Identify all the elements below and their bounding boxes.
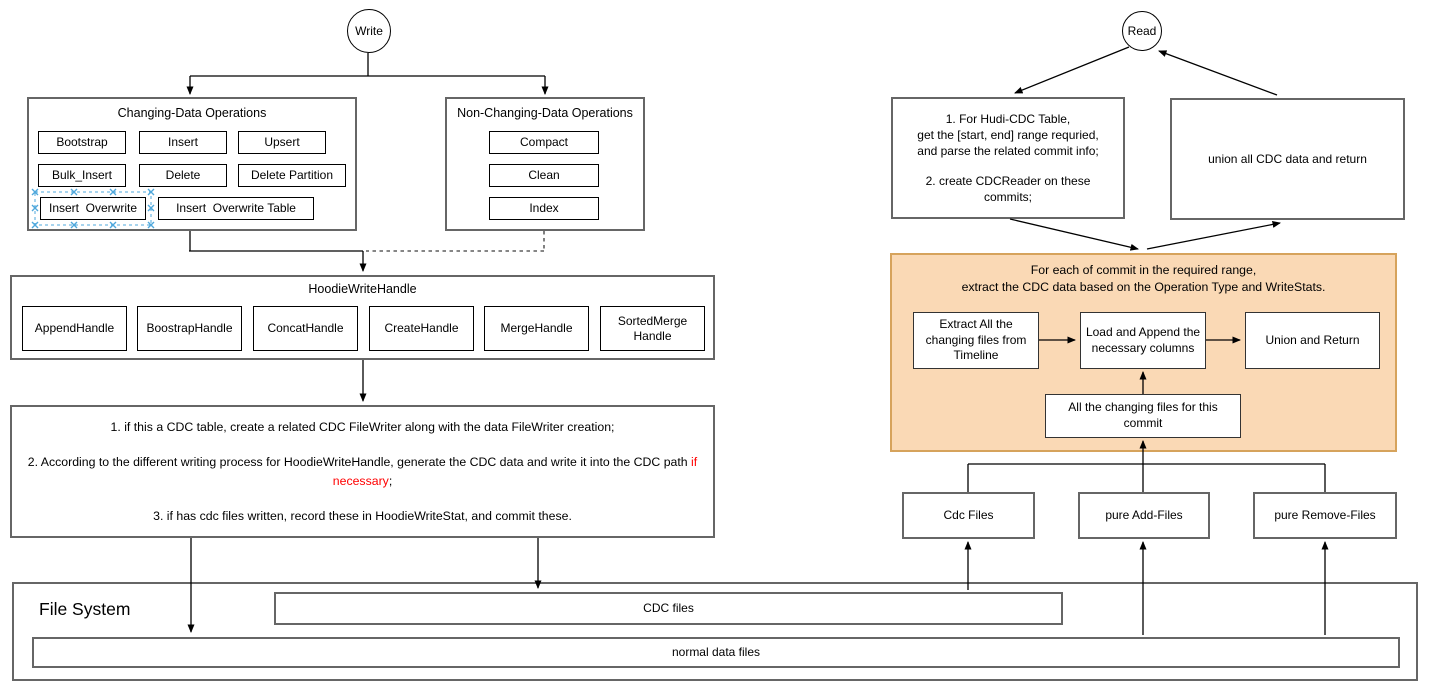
union-return-label: Union and Return bbox=[1265, 332, 1360, 347]
handle-concat[interactable]: ConcatHandle bbox=[253, 306, 358, 351]
ops-to-handle-connector bbox=[189, 231, 545, 272]
hoodie-write-handle-box[interactable]: HoodieWriteHandle bbox=[10, 275, 715, 360]
all-changing-files-box[interactable]: All the changing files for this commit bbox=[1045, 394, 1241, 438]
handle-append[interactable]: AppendHandle bbox=[22, 306, 127, 351]
read-range-box[interactable]: 1. For Hudi-CDC Table, get the [start, e… bbox=[891, 97, 1125, 219]
handle-create-label: CreateHandle bbox=[384, 321, 459, 335]
load-append-box[interactable]: Load and Append the necessary columns bbox=[1080, 312, 1206, 369]
handle-boostrap-label: BoostrapHandle bbox=[146, 321, 233, 335]
write-step-2-suffix: ; bbox=[388, 473, 393, 488]
non-changing-ops-title: Non-Changing-Data Operations bbox=[457, 106, 633, 120]
hoodie-write-handle-title: HoodieWriteHandle bbox=[308, 282, 417, 296]
add-files-group-label: pure Add-Files bbox=[1105, 508, 1183, 522]
write-step-2-prefix: 2. According to the different writing pr… bbox=[27, 455, 692, 470]
normal-data-files-store[interactable]: normal data files bbox=[32, 637, 1400, 668]
cdc-files-store[interactable]: CDC files bbox=[274, 592, 1063, 625]
handle-concat-label: ConcatHandle bbox=[267, 321, 344, 335]
op-clean-label: Clean bbox=[528, 168, 560, 182]
changing-ops-title: Changing-Data Operations bbox=[117, 106, 267, 120]
extract-files-label: Extract All the changing files from Time… bbox=[925, 317, 1027, 363]
op-insert-overwrite[interactable]: Insert Overwrite bbox=[40, 197, 146, 220]
file-group-connector bbox=[967, 463, 1326, 492]
op-bootstrap[interactable]: Bootstrap bbox=[38, 131, 126, 154]
union-all-label: union all CDC data and return bbox=[1208, 151, 1367, 166]
cdc-files-group-label: Cdc Files bbox=[943, 508, 994, 522]
handle-create[interactable]: CreateHandle bbox=[369, 306, 474, 351]
write-step-1: 1. if this a CDC table, create a related… bbox=[110, 419, 615, 434]
op-delete-label: Delete bbox=[165, 168, 201, 182]
op-bulk-insert-label: Bulk_Insert bbox=[51, 168, 113, 182]
cdc-files-store-label: CDC files bbox=[643, 601, 694, 615]
cdc-files-group-box[interactable]: Cdc Files bbox=[902, 492, 1035, 539]
write-steps-box[interactable]: 1. if this a CDC table, create a related… bbox=[10, 405, 715, 538]
op-delete[interactable]: Delete bbox=[139, 164, 227, 187]
op-delete-partition[interactable]: Delete Partition bbox=[238, 164, 346, 187]
read-node[interactable]: Read bbox=[1122, 11, 1162, 51]
union-return-box[interactable]: Union and Return bbox=[1245, 312, 1380, 369]
op-insert-overwrite-table[interactable]: Insert Overwrite Table bbox=[158, 197, 314, 220]
op-insert[interactable]: Insert bbox=[139, 131, 227, 154]
op-upsert-label: Upsert bbox=[264, 135, 300, 149]
per-commit-title-line2: extract the CDC data based on the Operat… bbox=[961, 279, 1326, 294]
handle-merge[interactable]: MergeHandle bbox=[484, 306, 589, 351]
handle-sorted-merge[interactable]: SortedMerge Handle bbox=[600, 306, 705, 351]
op-clean[interactable]: Clean bbox=[489, 164, 599, 187]
write-step-3: 3. if has cdc files written, record thes… bbox=[153, 508, 572, 523]
read-range-line3: and parse the related commit info; bbox=[917, 144, 1099, 159]
write-split-connector bbox=[186, 53, 549, 95]
normal-data-files-store-label: normal data files bbox=[671, 645, 761, 659]
op-bootstrap-label: Bootstrap bbox=[56, 135, 108, 149]
extract-files-box[interactable]: Extract All the changing files from Time… bbox=[913, 312, 1039, 369]
remove-files-group-box[interactable]: pure Remove-Files bbox=[1253, 492, 1397, 539]
op-insert-label: Insert bbox=[167, 135, 198, 149]
op-index[interactable]: Index bbox=[489, 197, 599, 220]
read-range-line2: get the [start, end] range requried, bbox=[917, 128, 1099, 143]
op-insert-overwrite-table-label: Insert Overwrite Table bbox=[176, 201, 296, 215]
add-files-group-box[interactable]: pure Add-Files bbox=[1078, 492, 1210, 539]
all-changing-files-label: All the changing files for this commit bbox=[1068, 400, 1218, 430]
write-label: Write bbox=[355, 24, 383, 38]
handle-append-label: AppendHandle bbox=[34, 321, 115, 335]
read-range-line1: 1. For Hudi-CDC Table, bbox=[945, 112, 1071, 127]
union-all-box[interactable]: union all CDC data and return bbox=[1170, 98, 1405, 220]
write-step-2-highlight: if necessary bbox=[332, 455, 698, 488]
op-delete-partition-label: Delete Partition bbox=[250, 168, 334, 182]
write-step-2: 2. According to the different writing pr… bbox=[22, 453, 703, 490]
op-upsert[interactable]: Upsert bbox=[238, 131, 326, 154]
read-range-line4: 2. create CDCReader on these bbox=[925, 173, 1091, 188]
op-compact-label: Compact bbox=[519, 135, 569, 149]
op-insert-overwrite-label: Insert Overwrite bbox=[48, 201, 138, 215]
per-commit-title-line1: For each of commit in the required range… bbox=[1030, 263, 1257, 277]
op-compact[interactable]: Compact bbox=[489, 131, 599, 154]
load-append-label: Load and Append the necessary columns bbox=[1085, 324, 1201, 355]
remove-files-group-label: pure Remove-Files bbox=[1274, 508, 1376, 522]
write-node[interactable]: Write bbox=[347, 9, 391, 53]
handle-sorted-merge-label: SortedMerge Handle bbox=[617, 313, 688, 343]
read-range-line5: commits; bbox=[984, 189, 1032, 204]
handle-merge-label: MergeHandle bbox=[500, 321, 573, 335]
handle-boostrap[interactable]: BoostrapHandle bbox=[137, 306, 242, 351]
read-label: Read bbox=[1127, 24, 1157, 38]
op-index-label: Index bbox=[529, 201, 559, 215]
op-bulk-insert[interactable]: Bulk_Insert bbox=[38, 164, 126, 187]
file-system-title: File System bbox=[39, 599, 131, 619]
